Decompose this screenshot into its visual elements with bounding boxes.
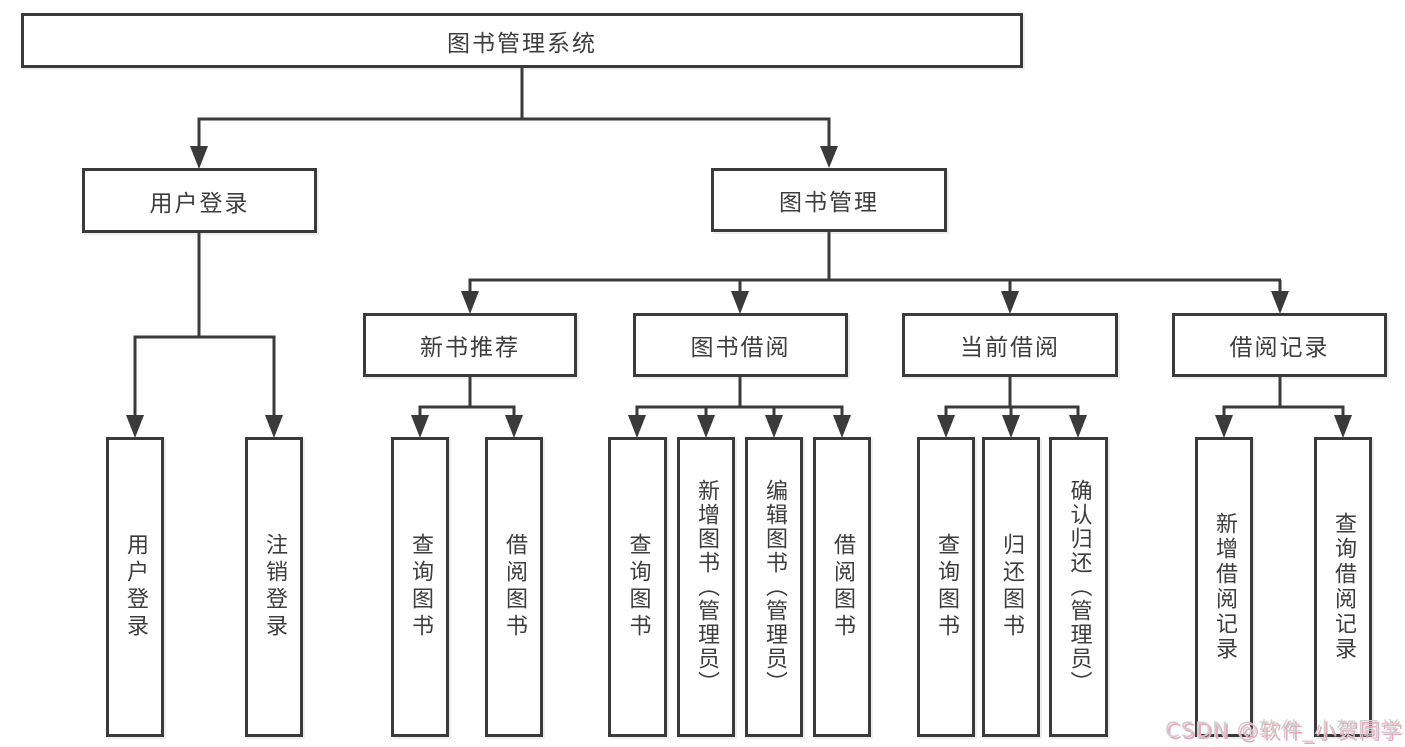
node-root-system: 图书管理系统: [21, 13, 1023, 68]
leaf-query-book-borrow: 查询图书: [608, 437, 667, 737]
leaf-user-login: 用户登录: [106, 437, 164, 737]
node-current-borrow: 当前借阅: [902, 313, 1118, 377]
node-borrow-record: 借阅记录: [1172, 313, 1387, 377]
node-book-borrow: 图书借阅: [633, 313, 848, 377]
csdn-watermark: CSDN @软件_小贺同学: [1164, 718, 1402, 742]
leaf-query-book-current: 查询图书: [917, 437, 975, 737]
leaf-logout: 注销登录: [245, 437, 303, 737]
node-book-management: 图书管理: [711, 168, 947, 232]
node-user-login: 用户登录: [82, 168, 317, 233]
leaf-return-book: 归还图书: [982, 437, 1040, 737]
leaf-add-borrow-record: 新增借阅记录: [1195, 437, 1253, 737]
leaf-add-book-admin: 新增图书（管理员）: [677, 437, 735, 737]
node-new-book-recommend: 新书推荐: [363, 313, 577, 377]
leaf-query-borrow-record: 查询借阅记录: [1314, 437, 1372, 737]
leaf-edit-book-admin: 编辑图书（管理员）: [745, 437, 803, 737]
leaf-confirm-return-admin: 确认归还（管理员）: [1049, 437, 1108, 737]
leaf-borrow-book: 借阅图书: [813, 437, 871, 737]
leaf-borrow-book-recommend: 借阅图书: [485, 437, 543, 737]
arrowhead-icons: [126, 146, 1352, 438]
leaf-query-book-recommend: 查询图书: [391, 437, 449, 737]
